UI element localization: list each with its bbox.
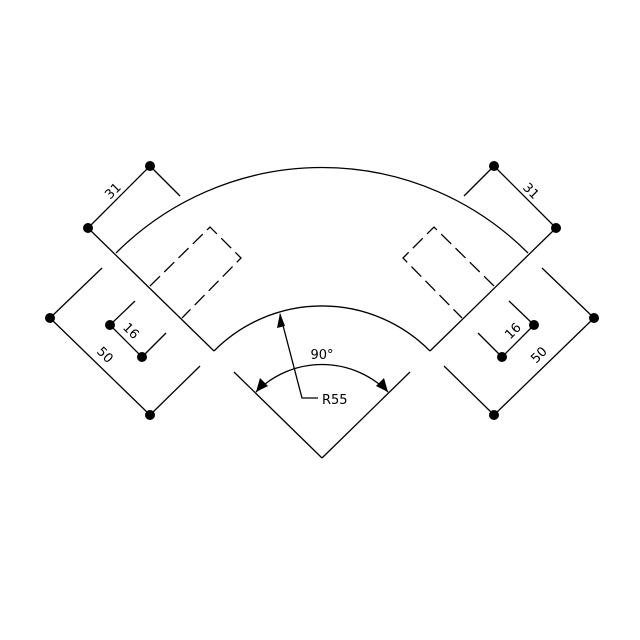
left-end-face [87, 227, 215, 352]
radius-label: R55 [322, 393, 348, 408]
left-dim-16: 16 [119, 320, 141, 342]
inner-arc [213, 305, 431, 352]
right-dim-31: 31 [519, 180, 541, 202]
left-socket-hidden [149, 226, 242, 319]
left-dimensions [49, 165, 201, 416]
right-dim-16: 16 [502, 320, 524, 342]
right-socket-hidden [402, 226, 495, 319]
angle-dimension [233, 363, 411, 459]
dimension-points [45, 161, 599, 420]
radius-leader [277, 313, 318, 399]
elbow-body [87, 166, 557, 352]
outer-arc [115, 166, 529, 254]
left-dim-31: 31 [102, 180, 124, 202]
right-end-face [429, 227, 557, 352]
angle-label: 90° [310, 348, 333, 363]
right-dimensions [443, 165, 595, 416]
